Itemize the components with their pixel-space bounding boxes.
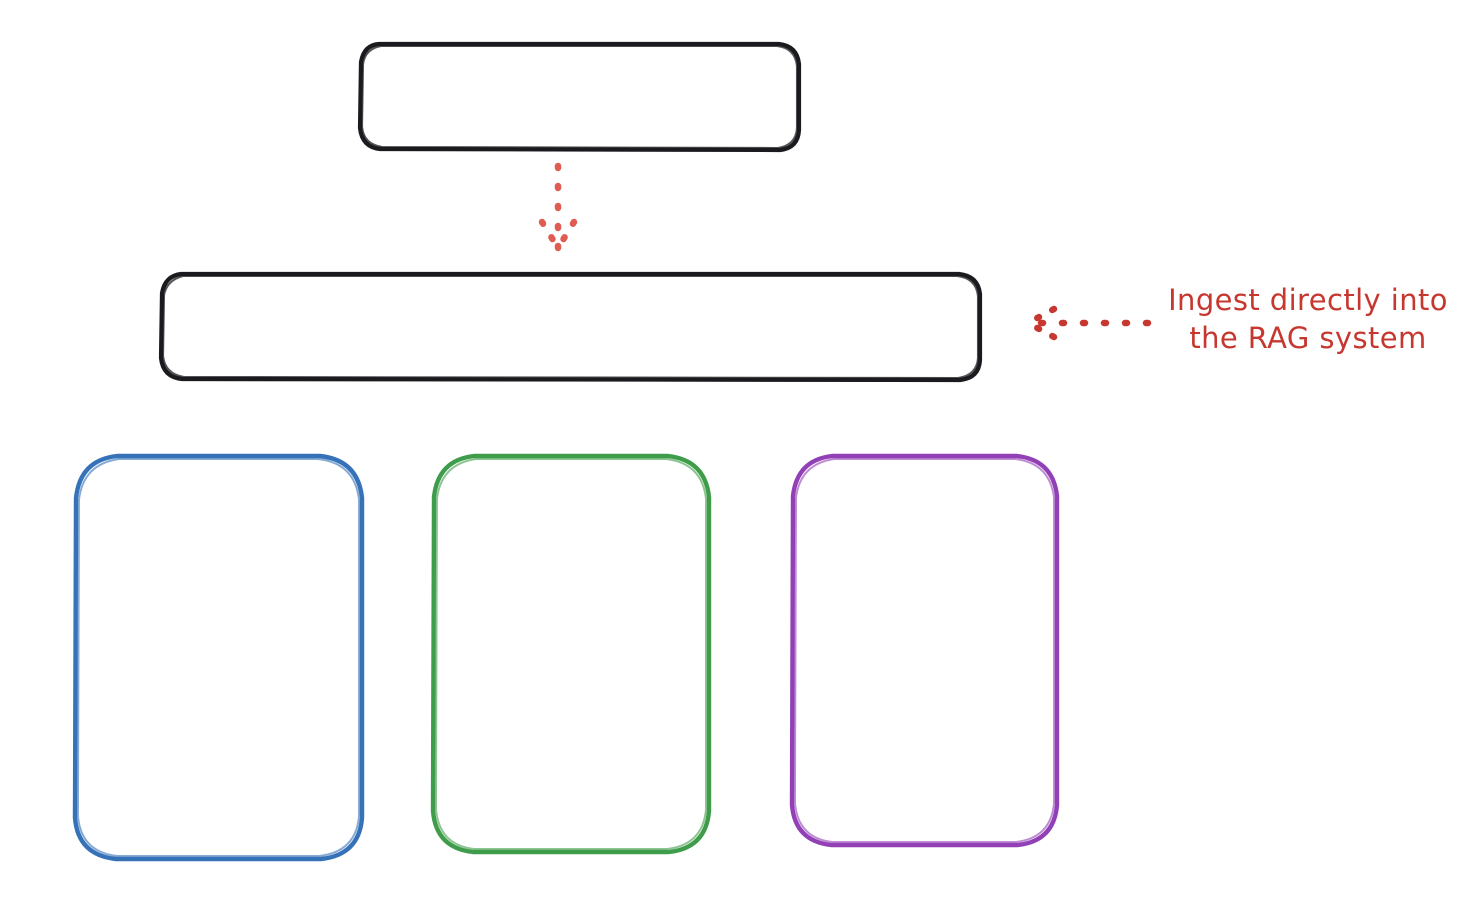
vector-io-type-label: VectorIndex: [142, 711, 295, 741]
key-value-io-type-label: KeyValueIndex: [477, 691, 665, 721]
vector-io-api-label: VectorIO (insert_chunks, delete_chunks, …: [121, 539, 316, 670]
vector-io-content: VectorIO (insert_chunks, delete_chunks, …: [71, 452, 366, 863]
node-agent[interactable]: AGENT: [356, 40, 803, 153]
node-key-value-io[interactable]: KeyValueIO (set_key, delete_key, get) Ke…: [429, 452, 713, 856]
relational-io-content: RelationalIO (insert_sql, query_sql) SQL…: [788, 452, 1061, 849]
agent-label: AGENT: [516, 78, 643, 114]
rag-tool-label: RAG Tool: [501, 308, 640, 344]
key-value-io-content: KeyValueIO (set_key, delete_key, get) Ke…: [429, 452, 713, 856]
key-value-io-api-label: KeyValueIO (set_key, delete_key, get): [467, 553, 675, 649]
ingest-annotation-arrow: [1024, 305, 1152, 341]
node-relational-io[interactable]: RelationalIO (insert_sql, query_sql) SQL…: [788, 452, 1061, 849]
agent-to-rag-tool-arrow: [538, 162, 578, 252]
relational-io-api-label: RelationalIO (insert_sql, query_sql): [847, 549, 1002, 646]
node-rag-tool[interactable]: RAG Tool: [157, 270, 984, 383]
relational-io-type-label: SQLTable: [867, 688, 982, 717]
ingest-annotation-text: Ingest directly into the RAG system: [1168, 283, 1448, 356]
node-vector-io[interactable]: VectorIO (insert_chunks, delete_chunks, …: [71, 452, 366, 863]
